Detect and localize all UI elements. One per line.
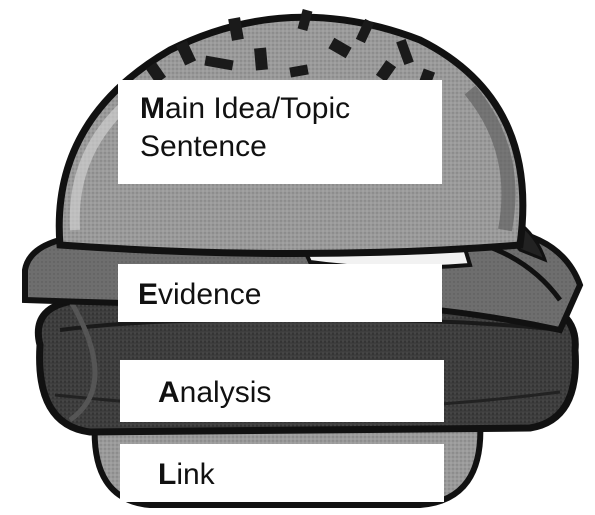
analysis-text: nalysis: [179, 376, 272, 409]
analysis-initial: A: [158, 376, 180, 409]
sesame-seeds: [145, 9, 436, 92]
evidence-text: vidence: [158, 278, 262, 311]
evidence-box: Evidence: [118, 264, 442, 322]
analysis-box: Analysis: [120, 360, 444, 422]
link-initial: L: [158, 458, 177, 491]
main-idea-box: Main Idea/Topic Sentence: [118, 80, 442, 184]
main-idea-line2: Sentence: [140, 130, 267, 163]
main-idea-line1: Main Idea/Topic: [140, 90, 442, 128]
main-idea-initial: M: [140, 92, 165, 125]
evidence-initial: E: [138, 278, 159, 311]
main-idea-text: ain Idea/Topic: [165, 92, 351, 125]
link-text: ink: [176, 458, 215, 491]
link-box: Link: [120, 444, 444, 502]
